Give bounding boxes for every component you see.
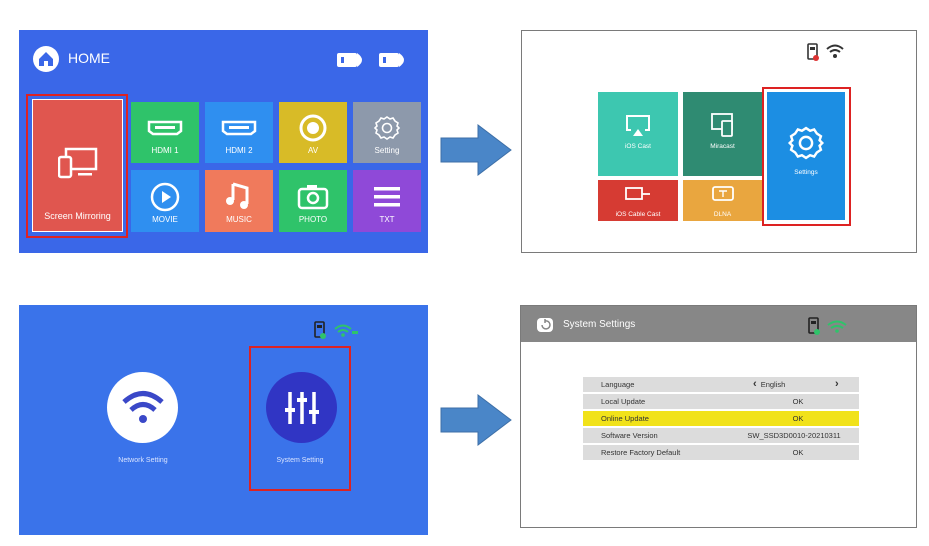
- movie-label: MOVIE: [152, 215, 178, 224]
- network-setting-label: Network Setting: [118, 457, 168, 464]
- setting-tile[interactable]: Setting: [353, 102, 421, 163]
- row-key: Software Version: [601, 431, 658, 440]
- camera-icon: [297, 185, 329, 210]
- setting-row-local-update[interactable]: Local Update OK: [583, 394, 859, 409]
- arrow-right-icon: [440, 123, 512, 181]
- row-value: SW_SSD3D0010-20210311: [747, 431, 841, 440]
- music-label: MUSIC: [226, 215, 252, 224]
- screen-mirroring-highlight: [26, 94, 128, 238]
- wifi-icon: [333, 323, 359, 342]
- airplay-icon: [626, 115, 650, 136]
- row-key: Language: [601, 380, 635, 389]
- miracast-icon: [710, 113, 733, 137]
- row-value: OK: [792, 414, 804, 423]
- system-settings-title: System Settings: [563, 319, 636, 330]
- system-settings-screen: System Settings Language ‹ English › Loc…: [520, 305, 917, 528]
- menu-lines-icon: [374, 187, 400, 207]
- row-value: English: [760, 380, 786, 389]
- miracast-label: Miracast: [710, 143, 735, 150]
- ios-cable-cast-tile[interactable]: iOS Cable Cast: [598, 180, 678, 221]
- settings-screen: Network Setting System Setting: [19, 305, 428, 535]
- wifi-icon: [827, 320, 847, 333]
- ios-cable-cast-label: iOS Cable Cast: [615, 211, 661, 218]
- screen-mirroring-icon: [57, 147, 97, 179]
- movie-tile[interactable]: MOVIE: [131, 170, 199, 232]
- tf-card-icon: [379, 52, 409, 73]
- tv-icon: [711, 186, 734, 201]
- setting-row-online-update[interactable]: Online Update OK: [583, 411, 859, 426]
- system-setting-highlight: [249, 346, 351, 491]
- av-icon: [299, 114, 327, 142]
- usb-status-icon: [314, 321, 326, 344]
- row-value: OK: [792, 397, 804, 406]
- system-setting-label: System Setting: [276, 457, 324, 464]
- photo-tile[interactable]: PHOTO: [279, 170, 347, 232]
- setting-row-language[interactable]: Language ‹ English ›: [583, 377, 859, 392]
- ios-cast-label: iOS Cast: [624, 143, 651, 150]
- screen-mirroring-screen: iOS Cast Miracast Settings iOS Cable Cas…: [521, 30, 917, 253]
- usb-icon: [337, 52, 367, 73]
- row-key: Restore Factory Default: [601, 448, 681, 457]
- chevron-left-icon[interactable]: ‹: [753, 378, 757, 390]
- hdmi-icon: [147, 120, 183, 136]
- txt-label: TXT: [379, 215, 395, 224]
- dlna-tile[interactable]: DLNA: [683, 180, 762, 221]
- home-icon[interactable]: [33, 46, 59, 72]
- row-value: OK: [792, 448, 804, 457]
- sliders-icon: [285, 392, 319, 424]
- gear-icon: [787, 126, 825, 160]
- arrow-right-icon: [440, 393, 512, 451]
- hdmi2-tile[interactable]: HDMI 2: [205, 102, 273, 163]
- music-tile[interactable]: MUSIC: [205, 170, 273, 232]
- txt-tile[interactable]: TXT: [353, 170, 421, 232]
- row-key: Online Update: [601, 414, 649, 423]
- screen-mirroring-tile[interactable]: Screen Mirroring: [32, 99, 123, 232]
- cable-cast-icon: [625, 187, 650, 200]
- system-settings-header: System Settings: [521, 306, 916, 342]
- settings-tile[interactable]: Settings: [767, 92, 845, 220]
- ios-cast-tile[interactable]: iOS Cast: [598, 92, 678, 176]
- hdmi-icon: [221, 120, 257, 136]
- setting-row-software-version: Software Version SW_SSD3D0010-20210311: [583, 428, 859, 443]
- screen-mirroring-label: Screen Mirroring: [44, 211, 111, 221]
- gear-icon: [373, 116, 401, 140]
- wifi-icon: [122, 391, 164, 423]
- dlna-label: DLNA: [713, 211, 732, 218]
- av-tile[interactable]: AV: [279, 102, 347, 163]
- usb-status-icon: [807, 43, 819, 66]
- system-setting-button[interactable]: [266, 372, 337, 443]
- settings-highlight: [762, 87, 851, 226]
- chevron-right-icon[interactable]: ›: [835, 378, 839, 390]
- music-icon: [226, 182, 249, 209]
- setting-label: Setting: [374, 146, 400, 155]
- home-screen: HOME Screen Mirroring HDMI 1 HDMI 2 AV S…: [19, 30, 428, 253]
- network-setting-button[interactable]: [107, 372, 178, 443]
- home-title: HOME: [68, 50, 110, 66]
- hdmi1-tile[interactable]: HDMI 1: [131, 102, 199, 163]
- back-icon[interactable]: [536, 317, 554, 333]
- settings-label: Settings: [794, 169, 818, 176]
- usb-status-icon: [808, 317, 820, 335]
- setting-row-restore-factory-default[interactable]: Restore Factory Default OK: [583, 445, 859, 460]
- row-key: Local Update: [601, 397, 646, 406]
- wifi-icon: [825, 43, 845, 64]
- photo-label: PHOTO: [298, 215, 328, 224]
- miracast-tile[interactable]: Miracast: [683, 92, 762, 176]
- av-label: AV: [307, 146, 319, 155]
- hdmi2-label: HDMI 2: [225, 146, 253, 155]
- play-icon: [150, 182, 180, 212]
- hdmi1-label: HDMI 1: [151, 146, 179, 155]
